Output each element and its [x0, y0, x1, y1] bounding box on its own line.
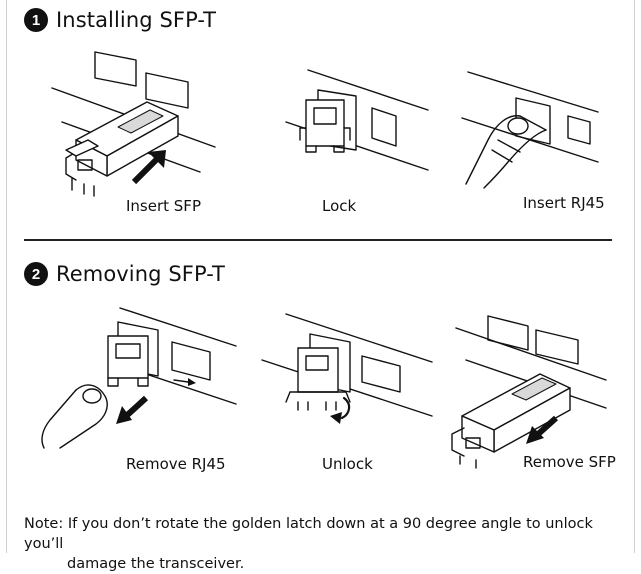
- frame-border-left: [6, 0, 7, 553]
- note-line-2: damage the transceiver.: [67, 556, 245, 572]
- remove-rj45-illustration: [41, 307, 237, 449]
- section-installing-title: 1 Installing SFP-T: [24, 8, 216, 32]
- unlock-illustration: [261, 313, 433, 424]
- section-divider: [24, 239, 612, 241]
- note-line-1: Note: If you don’t rotate the golden lat…: [24, 516, 593, 552]
- caption-insert-sfp: Insert SFP: [126, 197, 201, 215]
- caption-insert-rj45: Insert RJ45: [523, 194, 605, 212]
- caption-unlock: Unlock: [322, 455, 373, 473]
- insert-rj45-illustration: [461, 71, 599, 189]
- step-number-badge: 1: [24, 8, 48, 32]
- caption-remove-sfp: Remove SFP: [523, 453, 616, 471]
- section-title-text: Removing SFP-T: [56, 262, 225, 286]
- illustrations: [41, 51, 607, 469]
- step-number-badge: 2: [24, 262, 48, 286]
- remove-sfp-illustration: [451, 315, 607, 469]
- section-title-text: Installing SFP-T: [56, 8, 217, 32]
- caption-remove-rj45: Remove RJ45: [126, 455, 226, 473]
- warning-note: Note: If you don’t rotate the golden lat…: [24, 514, 624, 574]
- lock-illustration: [285, 69, 429, 171]
- caption-lock: Lock: [322, 197, 357, 215]
- insert-sfp-illustration: [51, 51, 216, 197]
- frame-border-right: [634, 0, 635, 553]
- section-removing-title: 2 Removing SFP-T: [24, 262, 225, 286]
